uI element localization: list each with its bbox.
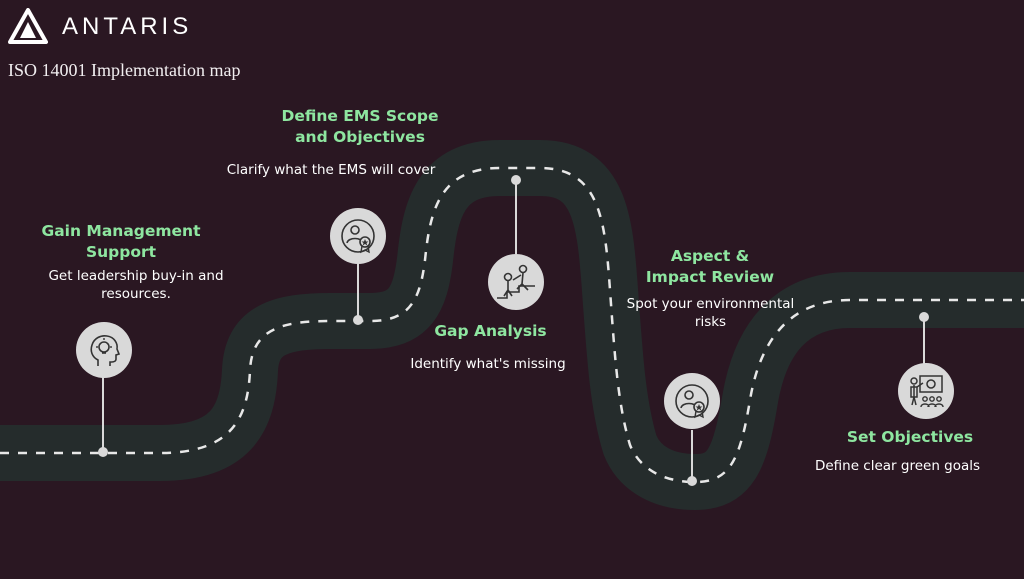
- step-3-pin-stem: [515, 180, 517, 254]
- step-1-description: Get leadership buy-in and resources.: [48, 268, 224, 302]
- page-subtitle: ISO 14001 Implementation map: [8, 60, 241, 80]
- brand-name: ANTARIS: [62, 13, 193, 40]
- step-1-pin-stem: [102, 376, 104, 450]
- step-2-pin-head: [330, 208, 386, 264]
- step-3-pin-dot: [511, 175, 521, 185]
- step-5-description: Define clear green goals: [814, 458, 981, 474]
- step-5-title: Set Objectives: [846, 428, 974, 446]
- step-4-title: Aspect & Impact Review: [645, 247, 775, 286]
- step-5-pin-head: [898, 363, 954, 419]
- antaris-logo-icon: [8, 8, 48, 44]
- step-1-pin-dot: [98, 447, 108, 457]
- person-badge-icon: [341, 219, 375, 254]
- step-2-title: Define EMS Scope and Objectives: [281, 107, 439, 146]
- step-5-pin-stem: [923, 320, 925, 366]
- step-4-pin-head: [664, 373, 720, 429]
- step-1-pin-head: [76, 322, 132, 378]
- step-2-description: Clarify what the EMS will cover: [226, 162, 436, 178]
- lightbulb-head-icon: [90, 335, 121, 366]
- step-3-title: Gap Analysis: [434, 322, 547, 340]
- brand: ANTARIS: [8, 8, 192, 46]
- road-centerline: [0, 166, 1024, 484]
- step-1-title: Gain Management Support: [41, 222, 201, 261]
- step-3-description: Identify what's missing: [410, 356, 566, 372]
- presentation-icon: [910, 375, 944, 408]
- step-5-pin-dot: [919, 312, 929, 322]
- step-3-pin-head: [488, 254, 544, 310]
- step-4-pin-dot: [687, 476, 697, 486]
- step-2-pin-dot: [353, 315, 363, 325]
- person-badge-icon: [675, 384, 709, 419]
- step-4-description: Spot your environmental risks: [626, 296, 795, 330]
- step-2-pin-stem: [357, 262, 359, 320]
- step-4-pin-stem: [691, 430, 693, 480]
- helping-climb-icon: [497, 264, 535, 299]
